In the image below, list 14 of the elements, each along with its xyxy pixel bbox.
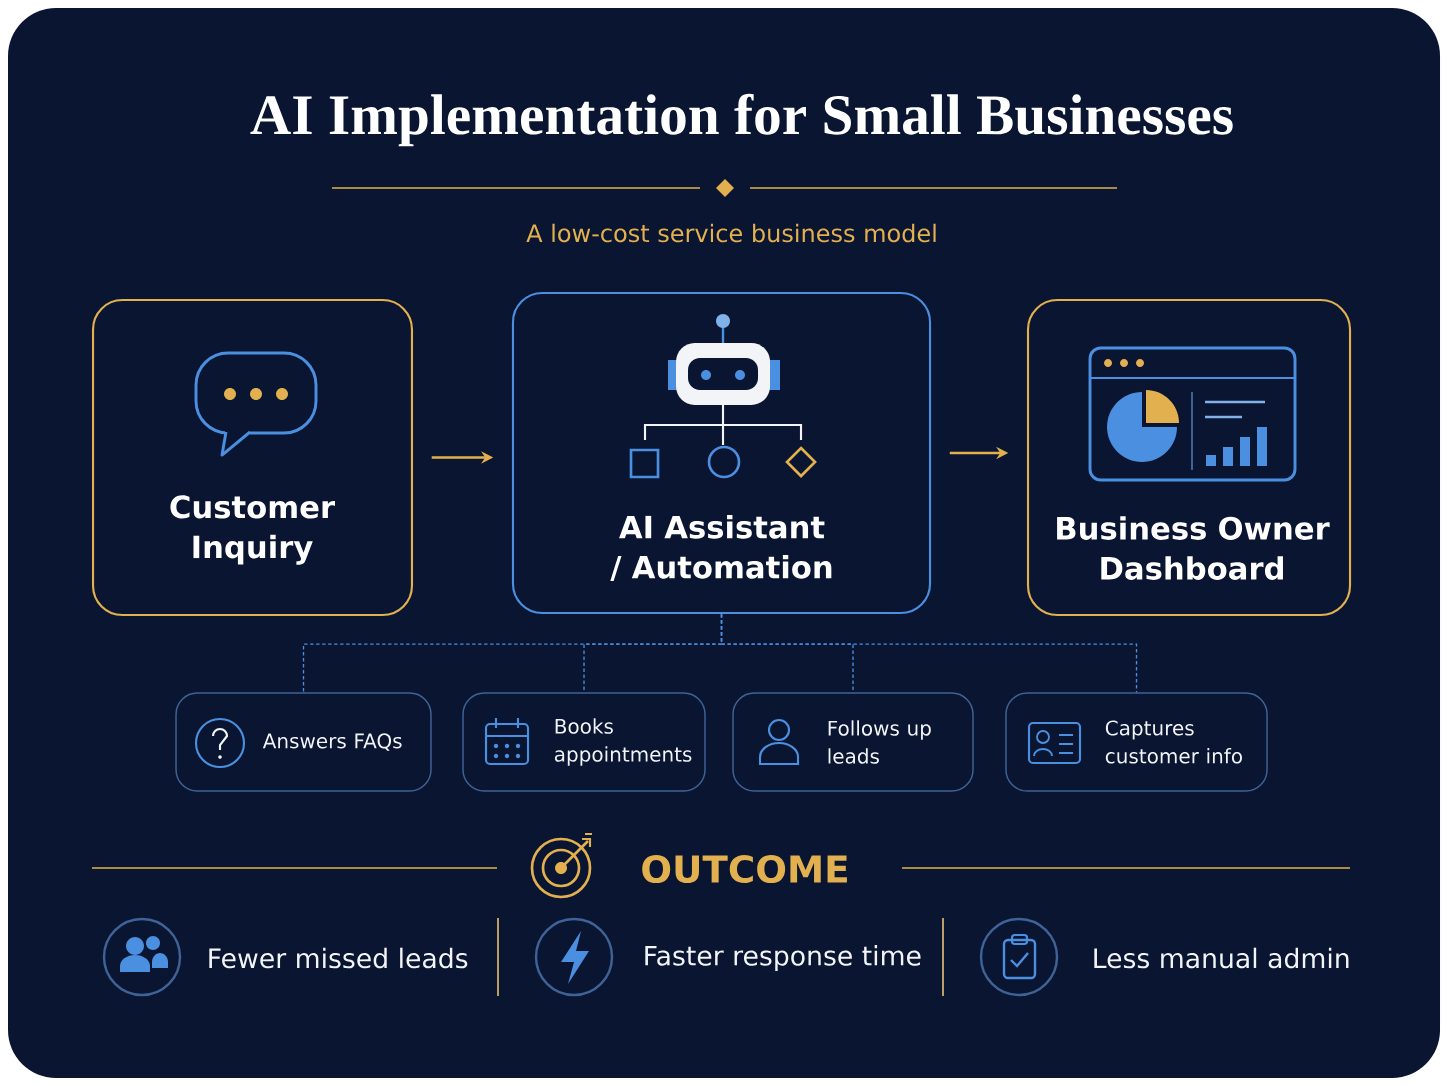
outcome-text: Fewer missed leads (209, 947, 468, 969)
task-box: Follows up leads (732, 692, 974, 792)
heading: OUTCOME (642, 854, 847, 884)
dashed-connector (720, 613, 1138, 693)
task-box: Captures customer info (1005, 692, 1268, 792)
process-box: AI Assistant / Automation (511, 291, 932, 615)
subtitle: A low-cost service business model (526, 223, 936, 243)
outcome-text: Less manual admin (1094, 947, 1349, 969)
title: AI Implementation for Small Businesses (250, 93, 1233, 147)
task-box: Answers FAQs (175, 692, 432, 792)
outcome-text: Faster response time (645, 945, 921, 971)
task-box: Books appointments (462, 692, 706, 792)
process-box: Business Owner Dashboard (1026, 298, 1352, 617)
process-box: Customer Inquiry (91, 298, 414, 617)
